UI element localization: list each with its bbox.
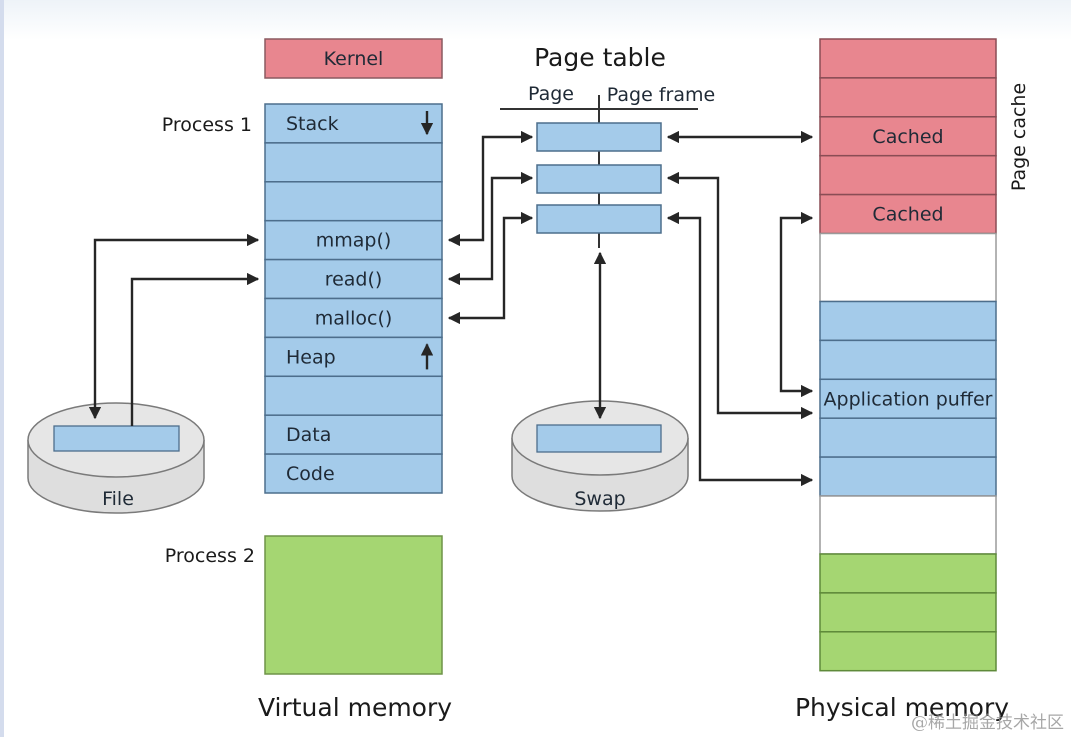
segment-label: malloc() bbox=[315, 308, 393, 330]
physical-frame-app-buffer bbox=[819, 300, 997, 342]
process1-segment bbox=[264, 375, 443, 416]
frame-label: Cached bbox=[872, 204, 943, 226]
segment-label: Stack bbox=[286, 113, 339, 135]
physical-frame-process2 bbox=[819, 631, 997, 672]
arrow-malloc-page-entry-3 bbox=[447, 211, 534, 325]
arrow-file-to-read bbox=[130, 272, 260, 426]
physical-frame-app-buffer: Application puffer bbox=[819, 378, 997, 419]
segment-label: Heap bbox=[286, 346, 336, 368]
process1-segment-read: read() bbox=[264, 258, 443, 300]
file-buffer bbox=[53, 425, 180, 452]
page-table-entry bbox=[536, 204, 662, 234]
page-table-entry bbox=[536, 164, 662, 194]
physical-frame-cache bbox=[819, 77, 997, 118]
page-table-entry bbox=[536, 122, 662, 152]
physical-frame-app-buffer bbox=[819, 339, 997, 381]
arrow-entry2-app-buffer bbox=[666, 171, 814, 420]
physical-frame-cache bbox=[819, 38, 997, 79]
physical-memory-caption: Physical memory bbox=[795, 693, 1009, 722]
left-edge bbox=[0, 0, 4, 737]
arrow-entry3-app-buffer bbox=[666, 211, 814, 487]
physical-frame-cache: Cached bbox=[819, 116, 997, 157]
segment-label: Data bbox=[286, 424, 331, 446]
physical-frame-free bbox=[819, 232, 997, 303]
process1-segment-code: Code bbox=[264, 453, 443, 494]
frame-label: Application puffer bbox=[824, 388, 993, 410]
arrow-mmap-to-file bbox=[88, 233, 260, 420]
arrow-read-page-entry-2 bbox=[447, 171, 534, 286]
process1-segment-mmap: mmap() bbox=[264, 219, 443, 261]
process2-block bbox=[264, 535, 443, 675]
process1-segment-malloc: malloc() bbox=[264, 297, 443, 339]
physical-frame-app-buffer bbox=[819, 417, 997, 458]
swap-buffer bbox=[536, 424, 662, 453]
physical-frame-cache: Cached bbox=[819, 193, 997, 235]
physical-frame-app-buffer bbox=[819, 456, 997, 497]
process1-segment-stack: Stack bbox=[264, 103, 443, 144]
segment-label: Code bbox=[286, 463, 335, 485]
swap-disk: Swap bbox=[511, 400, 689, 512]
page-column-label: Page bbox=[528, 83, 574, 105]
arrow-cached-app-buffer bbox=[779, 211, 814, 398]
file-label: File bbox=[102, 488, 134, 510]
kernel-block: Kernel bbox=[264, 38, 443, 79]
process1-segment-heap: Heap bbox=[264, 336, 443, 378]
process1-label: Process 1 bbox=[162, 114, 252, 136]
page-table-title: Page table bbox=[534, 43, 666, 72]
page-table-entries bbox=[536, 122, 662, 234]
virtual-memory-caption: Virtual memory bbox=[258, 693, 452, 722]
physical-frame-process2 bbox=[819, 592, 997, 633]
frame-label: Cached bbox=[872, 126, 943, 148]
segment-label: mmap() bbox=[316, 230, 392, 252]
top-fade bbox=[0, 0, 1071, 40]
process1-segment-data: Data bbox=[264, 414, 443, 455]
physical-frame-cache bbox=[819, 154, 997, 196]
swap-label: Swap bbox=[574, 488, 625, 510]
segment-label: read() bbox=[325, 269, 383, 291]
process2-label: Process 2 bbox=[165, 545, 255, 567]
page-frame-column-label: Page frame bbox=[607, 84, 715, 106]
process1-segment bbox=[264, 142, 443, 183]
connectors bbox=[88, 130, 814, 487]
file-disk: File bbox=[27, 402, 205, 514]
kernel-label: Kernel bbox=[324, 48, 384, 70]
process1-segment bbox=[264, 181, 443, 222]
physical-frame-process2 bbox=[819, 553, 997, 594]
physical-frame-free bbox=[819, 495, 997, 555]
watermark: @稀土掘金技术社区 bbox=[911, 713, 1064, 733]
arrow-mmap-page-entry-1 bbox=[447, 130, 534, 247]
page-cache-label: Page cache bbox=[1008, 83, 1030, 191]
